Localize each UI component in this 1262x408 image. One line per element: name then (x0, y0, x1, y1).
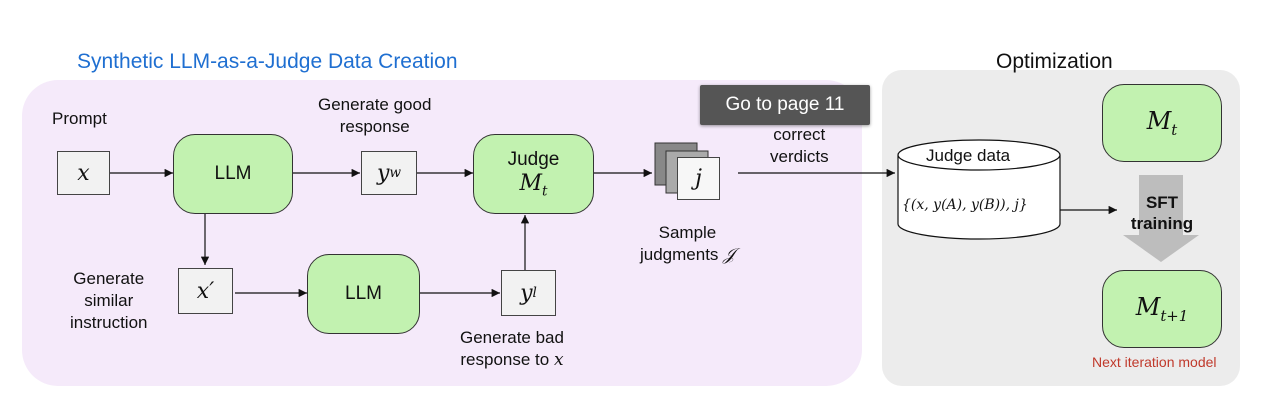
sample-judgments-label: Sample judgments 𝒥 (640, 222, 735, 266)
mt1-label: Mt+1 (1136, 293, 1188, 325)
mt-sub: t (1171, 120, 1178, 139)
generate-good-line2: response (339, 117, 410, 136)
similar-line3: instruction (70, 313, 148, 332)
x-prime-node: x′ (178, 268, 233, 314)
sft-line2: training (1130, 214, 1194, 233)
data-creation-title: Synthetic LLM-as-a-Judge Data Creation (77, 50, 458, 73)
sample-var: 𝒥 (723, 245, 735, 265)
bad-var: x (553, 350, 564, 370)
prompt-label: Prompt (52, 109, 107, 128)
llm-node-top: LLM (173, 134, 293, 214)
mt-label: Mt (1147, 107, 1178, 139)
sft-training-label: SFT training (1119, 192, 1205, 234)
go-to-page-tooltip[interactable]: Go to page 11 (700, 85, 870, 125)
llm-top-label: LLM (214, 163, 252, 184)
data-creation-panel (22, 80, 862, 386)
yl-sup: l (532, 285, 537, 301)
similar-line1: Generate (73, 269, 145, 288)
mt1-node: Mt+1 (1102, 270, 1222, 348)
judge-model-base: M (519, 170, 543, 196)
judge-node: Judge Mt (473, 134, 594, 214)
judge-data-formula: {(x, y(A), y(B)), j} (902, 197, 1028, 213)
mt1-base: M (1135, 293, 1161, 322)
bad-line2-text: response to (460, 350, 550, 369)
next-iteration-label: Next iteration model (1092, 354, 1217, 370)
similar-line2: similar (84, 291, 134, 310)
sft-line1: SFT (1145, 193, 1179, 212)
mt-base: M (1146, 107, 1172, 136)
correct-line1: correct (773, 125, 826, 144)
bad-line2: response to x (460, 349, 564, 371)
judge-data-cylinder (897, 139, 1061, 240)
yw-base: y (376, 160, 390, 186)
mt-node: Mt (1102, 84, 1222, 162)
correct-line2: verdicts (770, 147, 829, 166)
generate-similar-label: Generate similar instruction (70, 268, 147, 334)
judge-data-title: Judge data (926, 146, 1011, 165)
sample-line2-text: judgments (640, 245, 719, 264)
judge-model: Mt (519, 171, 547, 199)
mt1-sub: t+1 (1160, 306, 1189, 325)
x-node: x (57, 151, 110, 195)
correct-verdicts-label: correct verdicts (770, 124, 829, 168)
judge-model-sub: t (542, 183, 548, 200)
sft-arrow-shape (1123, 175, 1199, 262)
generate-good-label: Generate good response (318, 94, 431, 138)
j-card-front: j (677, 157, 720, 200)
judge-title: Judge (507, 148, 560, 170)
bad-line1: Generate bad (460, 328, 564, 347)
optimization-title: Optimization (996, 50, 1113, 73)
sample-line2: judgments 𝒥 (640, 244, 735, 266)
yl-base: y (520, 280, 533, 306)
sample-line1: Sample (658, 223, 717, 242)
generate-bad-label: Generate bad response to x (460, 327, 564, 371)
llm-node-bottom: LLM (307, 254, 420, 334)
generate-good-line1: Generate good (318, 95, 432, 114)
llm-bottom-label: LLM (345, 283, 382, 304)
yw-sup: w (389, 165, 402, 181)
